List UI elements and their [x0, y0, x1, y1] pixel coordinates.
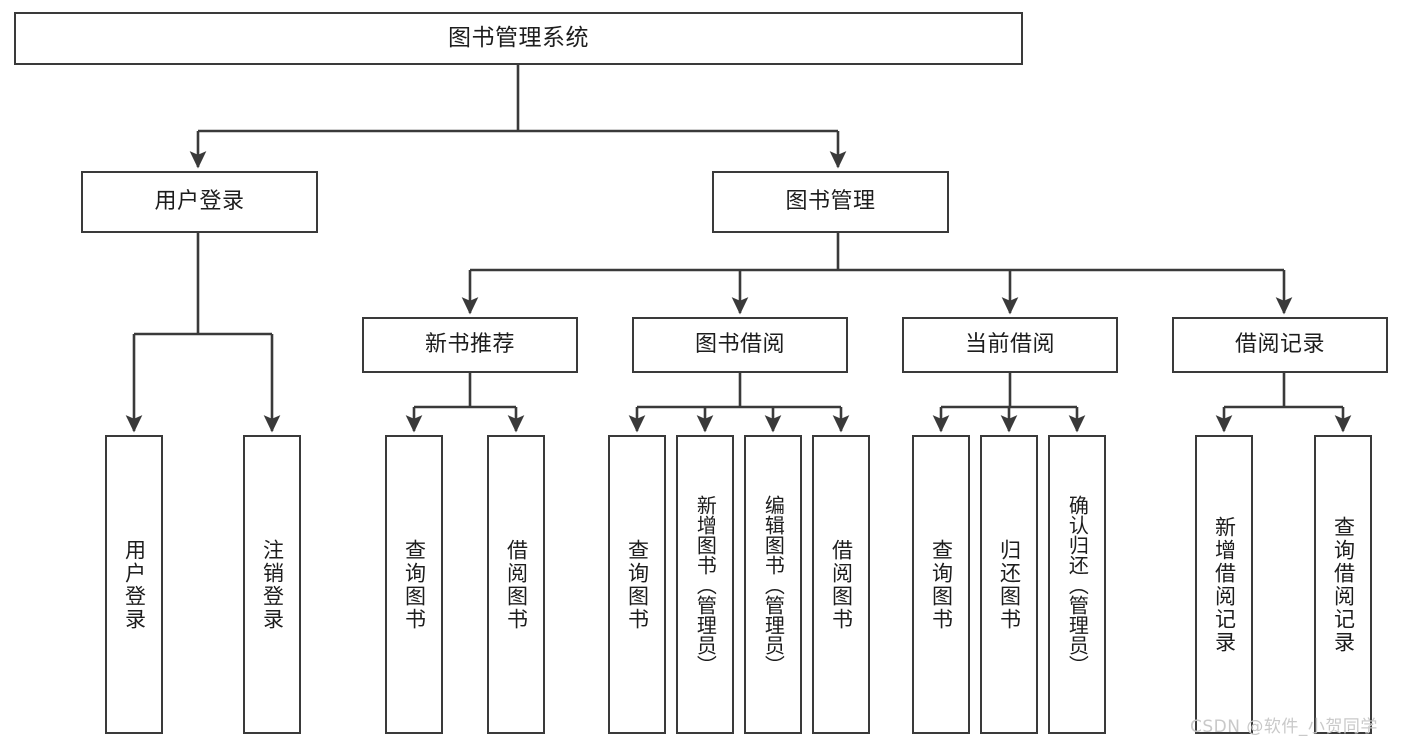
node-leaf-borrow-book-2-label: 借阅图书 — [829, 538, 854, 631]
node-leaf-borrow-book-2[interactable]: 借阅图书 — [812, 435, 870, 734]
node-borrow-record[interactable]: 借阅记录 — [1172, 317, 1388, 373]
node-leaf-logout-label: 注销登录 — [260, 538, 285, 631]
node-leaf-query-book-3-label: 查询图书 — [929, 538, 954, 631]
node-leaf-return-book[interactable]: 归还图书 — [980, 435, 1038, 734]
node-leaf-query-record[interactable]: 查询借阅记录 — [1314, 435, 1372, 734]
node-borrow-record-label: 借阅记录 — [1234, 331, 1325, 357]
node-leaf-query-book-3[interactable]: 查询图书 — [912, 435, 970, 734]
node-leaf-user-login-label: 用户登录 — [122, 538, 147, 631]
node-leaf-query-book-1[interactable]: 查询图书 — [385, 435, 443, 734]
node-user-login-label: 用户登录 — [154, 188, 245, 214]
node-user-login[interactable]: 用户登录 — [81, 171, 318, 233]
node-leaf-logout[interactable]: 注销登录 — [243, 435, 301, 734]
node-root-label: 图书管理系统 — [448, 24, 589, 51]
node-leaf-add-book[interactable]: 新增图书（管理员） — [676, 435, 734, 734]
node-book-borrow[interactable]: 图书借阅 — [632, 317, 848, 373]
node-leaf-confirm-return-label: 确认归还（管理员） — [1065, 494, 1090, 675]
node-leaf-return-book-label: 归还图书 — [997, 538, 1022, 631]
node-leaf-query-record-label: 查询借阅记录 — [1331, 515, 1356, 654]
node-book-borrow-label: 图书借阅 — [694, 331, 785, 357]
node-new-book-recommend[interactable]: 新书推荐 — [362, 317, 578, 373]
node-leaf-edit-book[interactable]: 编辑图书（管理员） — [744, 435, 802, 734]
node-leaf-borrow-book-1[interactable]: 借阅图书 — [487, 435, 545, 734]
node-leaf-confirm-return[interactable]: 确认归还（管理员） — [1048, 435, 1106, 734]
node-leaf-query-book-1-label: 查询图书 — [402, 538, 427, 631]
node-new-book-recommend-label: 新书推荐 — [424, 331, 515, 357]
node-leaf-add-record-label: 新增借阅记录 — [1212, 515, 1237, 654]
node-root[interactable]: 图书管理系统 — [14, 12, 1023, 65]
node-leaf-add-record[interactable]: 新增借阅记录 — [1195, 435, 1253, 734]
node-current-borrow[interactable]: 当前借阅 — [902, 317, 1118, 373]
node-book-manage[interactable]: 图书管理 — [712, 171, 949, 233]
node-current-borrow-label: 当前借阅 — [964, 331, 1055, 357]
node-book-manage-label: 图书管理 — [785, 188, 876, 214]
node-leaf-query-book-2[interactable]: 查询图书 — [608, 435, 666, 734]
node-leaf-user-login[interactable]: 用户登录 — [105, 435, 163, 734]
node-leaf-query-book-2-label: 查询图书 — [625, 538, 650, 631]
node-leaf-edit-book-label: 编辑图书（管理员） — [761, 494, 786, 675]
node-leaf-add-book-label: 新增图书（管理员） — [693, 494, 718, 675]
node-leaf-borrow-book-1-label: 借阅图书 — [504, 538, 529, 631]
